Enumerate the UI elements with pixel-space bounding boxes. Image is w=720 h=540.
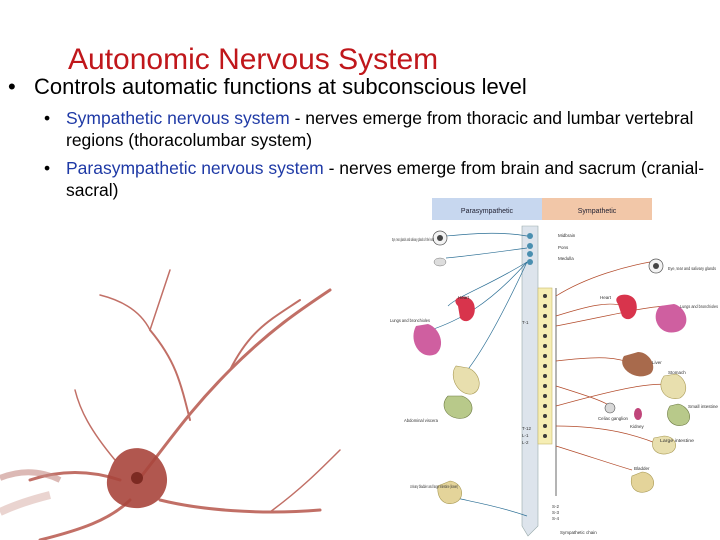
label-right-eye: Eye, tear and salivary glands [668,266,717,271]
label-right-kidney: Kidney [630,424,645,429]
bladder-right-icon [630,471,654,493]
header-parasympathetic-bg [432,198,542,220]
parasympathetic-term: Parasympathetic nervous system [66,158,324,178]
label-l2: L-2 [522,440,529,445]
ans-diagram: Parasympathetic Sympathetic Midbrain Pon… [390,198,719,537]
label-right-celiac: Celiac ganglion [598,416,628,421]
label-left-heart: Heart [458,295,470,300]
header-parasympathetic: Parasympathetic [461,208,514,215]
lungs-right-icon [655,304,687,333]
label-t1: T-1 [522,320,529,325]
bullet-dot: • [44,158,51,178]
label-sympathetic-chain: Sympathetic chain [560,530,597,535]
lungs-left-icon [413,324,442,356]
brain-nuclei [527,233,533,265]
label-l1: L-1 [522,433,529,438]
label-right-large-intestine: Large intestine [660,438,695,443]
parasympathetic-fibers [427,232,528,517]
label-s2: S-2 [552,504,560,509]
label-right-bladder: Bladder [634,466,650,471]
label-midbrain: Midbrain [558,233,576,238]
label-t12: T-12 [522,426,532,431]
header-sympathetic-bg [542,198,652,220]
brainstem [521,225,539,537]
sub-bullet-text: Parasympathetic nervous system - nerves … [66,157,714,201]
label-pons: Pons [558,245,569,250]
heart-left-icon [455,296,475,322]
label-right-liver: Liver [652,360,662,365]
label-right-stomach: Stomach [668,370,686,375]
chain-ganglia [543,294,547,438]
salivary-gland-left-icon [433,257,447,267]
stomach-left-icon [452,365,480,395]
celiac-ganglion-icon [604,402,616,414]
sympathetic-term: Sympathetic nervous system [66,108,290,128]
label-left-abdominal: Abdominal viscera [404,418,438,423]
bladder-left-icon [437,480,462,505]
sub-bullet-text: Sympathetic nervous system - nerves emer… [66,107,714,151]
label-left-bladder: Urinary bladder and large intestine (low… [410,484,458,489]
large-intestine-right-icon [652,435,676,455]
label-left-eye: Eye, tear glands and salivary glands of … [392,237,434,242]
label-left-lungs: Lungs and bronchioles [390,318,431,323]
small-intestine-right-icon [667,403,690,426]
main-bullet-text: Controls automatic functions at subconsc… [34,74,527,99]
header-sympathetic: Sympathetic [578,208,617,215]
label-right-small-intestine: Small intestine [688,404,719,409]
sympathetic-description: - nerves emerge from thoracic and lumbar… [66,108,694,150]
stomach-right-icon [660,373,687,399]
label-medulla: Medulla [558,256,574,261]
bullet-dot: • [44,108,51,128]
parasympathetic-description: - nerves emerge from brain and sacrum (c… [66,158,705,200]
page-title: Autonomic Nervous System [68,43,439,76]
label-right-heart: Heart [600,295,612,300]
label-s4: S-4 [552,516,560,521]
main-bullet: • Controls automatic functions at subcons… [8,72,527,102]
label-right-lungs: Lungs and bronchioles [680,304,719,309]
heart-right-icon [616,294,637,320]
label-s3: S-3 [552,510,560,515]
sub-bullet-sympathetic: • Sympathetic nervous system - nerves em… [44,107,714,151]
kidney-right-icon [634,408,642,420]
sub-bullet-parasympathetic: • Parasympathetic nervous system - nerve… [44,157,714,201]
intestine-left-icon [443,395,473,419]
liver-right-icon [622,352,654,377]
bullet-dot: • [8,74,16,99]
